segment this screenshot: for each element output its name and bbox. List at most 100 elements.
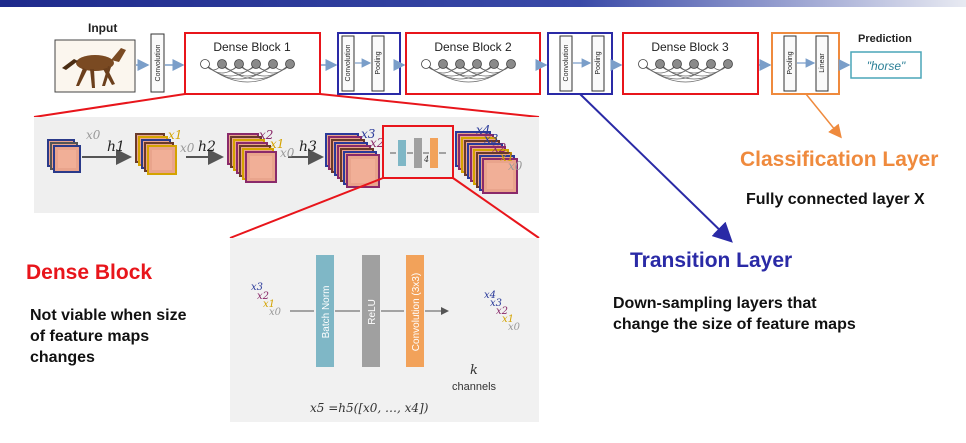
classification-layer-description: Fully connected layer X <box>746 191 925 208</box>
dense-layer-node <box>638 59 648 69</box>
dense-layer-node <box>672 59 682 69</box>
label-x0-a: x0 <box>86 128 101 142</box>
dense-block-1-box <box>184 32 321 95</box>
bottom-x0: x0 <box>269 307 282 318</box>
feature-map-image <box>351 159 375 183</box>
classification-linear-layer <box>815 35 829 92</box>
dense-block-2-graph <box>421 59 516 83</box>
classification-linear-text: Linear <box>819 53 826 73</box>
batch-norm-label: Batch Norm <box>321 286 332 339</box>
bottom-x3: x3 <box>251 282 263 293</box>
conv3x3-label: Convolution (3x3) <box>411 273 422 351</box>
dense-block-3-graph <box>638 59 733 83</box>
dense-layer-node <box>723 59 733 69</box>
label-h2: h2 <box>198 139 216 155</box>
transition-2-conv-layer <box>559 35 573 92</box>
dense-layer-node <box>268 59 278 69</box>
prediction-label: Prediction <box>858 33 912 45</box>
classification-layer-title: Classification Layer <box>740 148 939 171</box>
transition-pointer-arrow <box>579 93 733 243</box>
dense-block-2-label: Dense Block 2 <box>434 40 512 54</box>
transition-2-pool-text: Pooling <box>595 51 602 74</box>
feature-map-image <box>487 163 513 189</box>
dense-block-detail-panel <box>34 117 539 213</box>
conv3x3-layer <box>406 255 424 367</box>
zoom-line-bottom-right <box>452 177 540 239</box>
dense-layer-node <box>234 59 244 69</box>
bottom-x1: x1 <box>263 299 275 310</box>
dense-layer-node <box>489 59 499 69</box>
transition-2-conv-text: Convolution <box>563 44 570 81</box>
dense-block-1-label: Dense Block 1 <box>213 40 291 54</box>
label-x3-b: x3 <box>484 132 499 146</box>
batch-norm-layer <box>316 255 334 367</box>
dense-layer-node <box>438 59 448 69</box>
header-bar <box>0 0 966 7</box>
label-x0-b: x0 <box>180 141 195 155</box>
dense-layer-node <box>689 59 699 69</box>
label-h1: h1 <box>107 139 125 155</box>
dense-layer-node <box>655 59 665 69</box>
feature-map-image <box>58 150 76 168</box>
label-x1-b: x1 <box>270 137 284 151</box>
formula: x5 =h5([x0, …, x4]) <box>310 401 429 415</box>
label-h4: 4 <box>423 155 429 164</box>
prediction-box <box>850 51 922 79</box>
feature-map-image <box>152 150 172 170</box>
dense-layer-node <box>506 59 516 69</box>
label-x2-c: x2 <box>492 141 506 155</box>
channels-label: channels <box>452 381 497 393</box>
dense-block-1-graph <box>200 59 295 83</box>
first-conv-text: Convolution <box>155 44 162 81</box>
transition-layer-description: Down-sampling layers that change the siz… <box>613 295 856 333</box>
bottom-right-x3: x3 <box>490 298 502 309</box>
zoom-line-left <box>33 93 186 118</box>
bottom-x2: x2 <box>257 291 269 302</box>
bottom-right-x2: x2 <box>496 306 508 317</box>
label-x4-a: x4 <box>476 123 490 137</box>
label-x1-c: x1 <box>500 150 514 164</box>
classification-pointer-arrow <box>805 93 842 139</box>
dense-block-3-label: Dense Block 3 <box>651 40 729 54</box>
label-x2-a: x2 <box>259 128 273 142</box>
transition-1-pool-layer <box>371 35 385 92</box>
label-x1-a: x1 <box>168 128 182 142</box>
transition-2-pool-layer <box>591 35 605 92</box>
dense-layer-node <box>217 59 227 69</box>
input-label: Input <box>88 21 117 35</box>
mini-bn-layer <box>398 140 406 166</box>
dense-layer-node <box>285 59 295 69</box>
horse-image <box>54 39 136 93</box>
label-x0-d: x0 <box>508 159 523 173</box>
bottom-right-x4: x4 <box>484 290 496 301</box>
transition-layer-title: Transition Layer <box>630 249 793 272</box>
transition-1-conv-text: Convolution <box>345 44 352 81</box>
dense-block-3-box <box>622 32 759 95</box>
classification-pool-text: Pooling <box>787 51 794 74</box>
dense-block-title: Dense Block <box>26 261 153 284</box>
relu-label: ReLU <box>367 299 378 325</box>
label-x3-a: x3 <box>361 127 376 141</box>
feature-map-image <box>250 156 272 178</box>
dense-layer-node <box>472 59 482 69</box>
classification-pool-layer <box>783 35 797 92</box>
k-label: k <box>470 363 478 378</box>
bottom-right-x1: x1 <box>502 314 514 325</box>
mini-relu-layer <box>414 138 422 168</box>
transition-1-pool-text: Pooling <box>375 51 382 74</box>
label-h3: h3 <box>299 139 317 155</box>
label-x0-c: x0 <box>280 146 295 160</box>
first-convolution-layer <box>150 33 165 93</box>
h4-zoom-box <box>382 125 454 179</box>
transition-1-conv-layer <box>341 35 355 92</box>
label-x2-b: x2 <box>370 136 384 150</box>
zoom-line-bottom-left <box>229 177 384 239</box>
dense-layer-node <box>706 59 716 69</box>
dense-block-description: Not viable when size of feature maps cha… <box>30 307 187 366</box>
relu-layer <box>362 255 380 367</box>
prediction-value: "horse" <box>867 59 906 73</box>
bottom-right-x0: x0 <box>508 322 521 333</box>
dense-layer-node <box>251 59 261 69</box>
dense-layer-node <box>200 59 210 69</box>
